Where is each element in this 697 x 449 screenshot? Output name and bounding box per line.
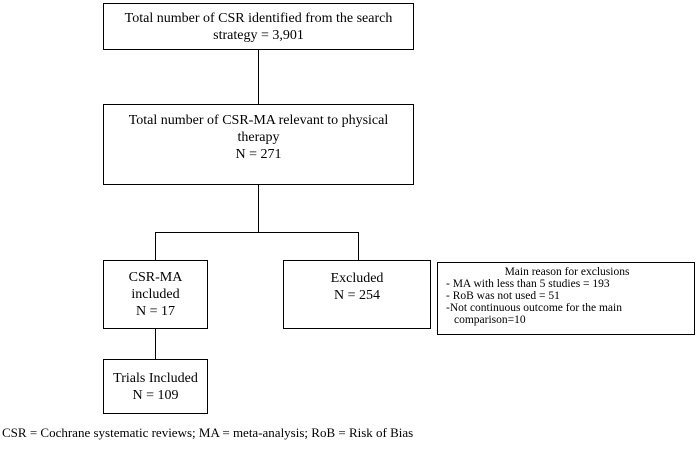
- included-line3: N = 17: [135, 304, 175, 319]
- connector-branch-to-included: [155, 232, 156, 260]
- trials-line2: N = 109: [132, 387, 179, 403]
- excluded-box: Excluded N = 254: [283, 260, 431, 329]
- relevant-line2: therapy: [237, 130, 280, 145]
- connector-branch-horizontal: [155, 232, 359, 233]
- trials-included-box: Trials Included N = 109: [103, 359, 208, 414]
- exclusion-reason-item: comparison=10: [454, 314, 526, 326]
- exclusion-reasons-box: Main reason for exclusions - MA with les…: [437, 262, 695, 335]
- excluded-line2: N = 254: [333, 288, 380, 303]
- connector-relevant-down: [258, 185, 259, 233]
- connector-search-to-relevant: [258, 50, 259, 104]
- exclusion-reason-item: -Not continuous outcome for the main: [446, 302, 622, 314]
- trials-line1: Trials Included: [113, 370, 198, 386]
- included-line1: CSR-MA: [128, 270, 183, 285]
- relevant-line1: Total number of CSR-MA relevant to physi…: [128, 113, 389, 128]
- exclusion-reason-item: - RoB was not used = 51: [446, 290, 560, 302]
- included-csr-ma-box: CSR-MA included N = 17: [103, 260, 208, 329]
- abbreviations-footnote: CSR = Cochrane systematic reviews; MA = …: [2, 425, 414, 440]
- search-identified-line2: strategy = 3,901: [213, 27, 304, 43]
- relevant-csr-ma-box: Total number of CSR-MA relevant to physi…: [103, 104, 414, 185]
- exclusion-reason-item: - MA with less than 5 studies = 193: [446, 278, 610, 290]
- search-identified-line1: Total number of CSR identified from the …: [124, 10, 393, 26]
- exclusion-reasons-title: Main reason for exclusions: [504, 266, 630, 278]
- relevant-line3: N = 271: [235, 147, 282, 162]
- connector-included-to-trials: [155, 329, 156, 359]
- search-identified-box: Total number of CSR identified from the …: [103, 3, 414, 50]
- connector-branch-to-excluded: [358, 232, 359, 260]
- excluded-line1: Excluded: [330, 271, 384, 286]
- included-line2: included: [131, 287, 180, 302]
